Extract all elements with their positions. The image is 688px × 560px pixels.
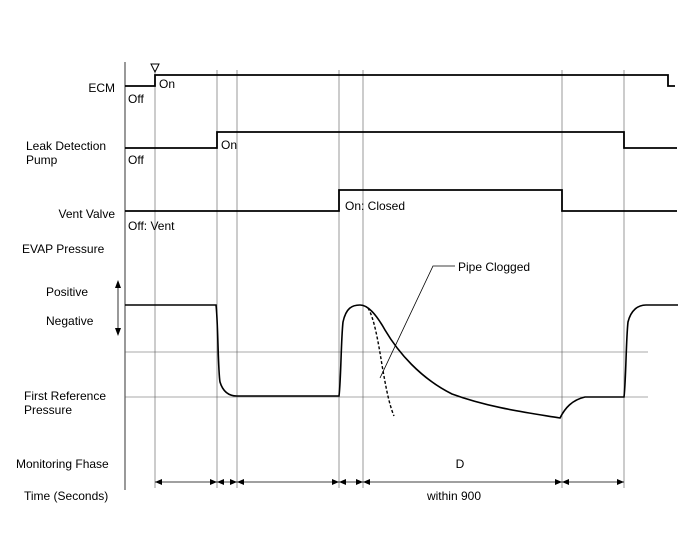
pipe-clogged-label: Pipe Clogged [458, 260, 530, 274]
time-dimension-arrows [155, 479, 624, 485]
vent-valve-signal-line [125, 189, 677, 212]
pump-signal-line [125, 131, 677, 149]
evap-pressure-label: EVAP Pressure [22, 242, 105, 256]
ecm-signal-line [125, 74, 675, 87]
phase-d-label: D [456, 457, 465, 471]
time-label: Time (Seconds) [24, 489, 108, 503]
pump-on-label: On [221, 138, 237, 152]
ecm-label: ECM [88, 81, 115, 95]
evap-pressure-curve [125, 304, 678, 419]
vent-valve-on-label: On: Closed [345, 199, 405, 213]
start-marker-icon [150, 63, 160, 74]
vent-valve-label: Vent Valve [59, 207, 116, 221]
positive-label: Positive [46, 285, 88, 299]
vent-valve-off-label: Off: Vent [128, 219, 175, 233]
first-reference-label-line2: Pressure [24, 403, 72, 417]
within-900-label: within 900 [426, 489, 481, 503]
pipe-clogged-leader-line [379, 265, 455, 379]
pump-label-line2: Pump [26, 153, 58, 167]
pressure-direction-arrow-icon [115, 280, 121, 336]
monitoring-phase-label: Monitoring Fhase [16, 457, 109, 471]
ecm-off-label: Off [128, 92, 144, 106]
first-reference-label-line1: First Reference [24, 389, 106, 403]
negative-label: Negative [46, 314, 94, 328]
pump-label-line1: Leak Detection [26, 139, 106, 153]
ecm-on-label: On [159, 77, 175, 91]
pipe-clogged-dashed-curve [367, 307, 395, 417]
pump-off-label: Off [128, 153, 144, 167]
